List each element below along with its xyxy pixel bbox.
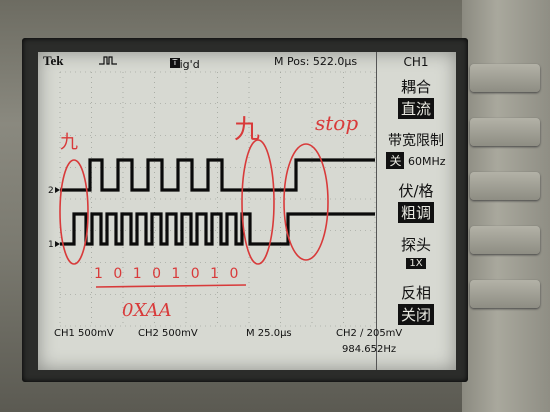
annotation-bits: 1 0 1 0 1 0 1 0 [94,266,241,282]
ch2-level-arrow [55,187,60,193]
menu-button-5[interactable] [470,280,540,308]
volts-div-option[interactable]: 粗调 [379,202,453,223]
coupling-value: 直流 [397,98,434,119]
stop-circle [283,143,329,261]
bit-circle [241,139,275,265]
ch2-scale: CH2 500mV [138,328,198,339]
menu-button-4[interactable] [470,226,540,254]
probe-title: 探头 [400,236,431,254]
bw-limit-title: 带宽限制 [388,133,444,149]
acquisition-icon [98,54,118,69]
bw-limit-option[interactable]: 关 60MHz [379,152,453,169]
annotation-left-char: 九 [60,132,78,153]
menu-button-2[interactable] [470,118,540,146]
probe-value: 1X [406,258,426,269]
invert-option[interactable]: 关闭 [379,304,453,325]
ch1-level-arrow [55,241,60,247]
trigger-source-level: CH2 ∕ 205mV [336,328,403,339]
trigger-frequency: 984.652Hz [342,344,397,355]
bottom-readout: CH1 500mV CH2 500mV M 25.0µs CH2 ∕ 205mV… [38,328,456,370]
coupling-title: 耦合 [400,78,431,96]
ch1-waveform [60,212,375,246]
menu-channel-title: CH1 [403,55,429,69]
menu-button-3[interactable] [470,172,540,200]
hand-annotations [59,139,329,288]
probe-option[interactable]: 1X [379,258,453,269]
menu-button-1[interactable] [470,64,540,92]
ch2-waveform [60,158,375,192]
trigger-icon: T [170,58,180,68]
bw-limit-state: 关 [386,152,405,169]
side-menu: CH1 耦合 直流 带宽限制 关 60MHz 伏/格 粗调 探头 1X 反相 关… [376,52,457,370]
brand-logo: Tek [43,53,64,68]
horizontal-position: M Pos: 522.0µs [274,55,358,68]
timebase: M 25.0µs [246,328,292,339]
ch2-marker: 2 [48,186,54,196]
bw-limit-freq: 60MHz [407,155,446,168]
invert-value: 关闭 [397,304,434,325]
ch1-marker: 1 [48,240,54,250]
volts-div-value: 粗调 [397,202,434,223]
front-panel-right [462,0,550,412]
ch1-scale: CH1 500mV [54,328,114,339]
volts-div-title: 伏/格 [398,182,434,200]
start-circle [59,159,89,265]
trigger-state: Trig'd [170,58,200,71]
bits-underline [95,284,247,288]
invert-title: 反相 [400,284,431,302]
annotation-mid-char: 九 [234,115,260,145]
annotation-hex: 0XAA [122,300,172,321]
annotation-stop: stop [315,111,358,135]
coupling-option[interactable]: 直流 [379,98,453,119]
waveform-display: 2 1 九 九 stop 1 0 1 0 1 0 1 0 0XAA [48,71,376,327]
